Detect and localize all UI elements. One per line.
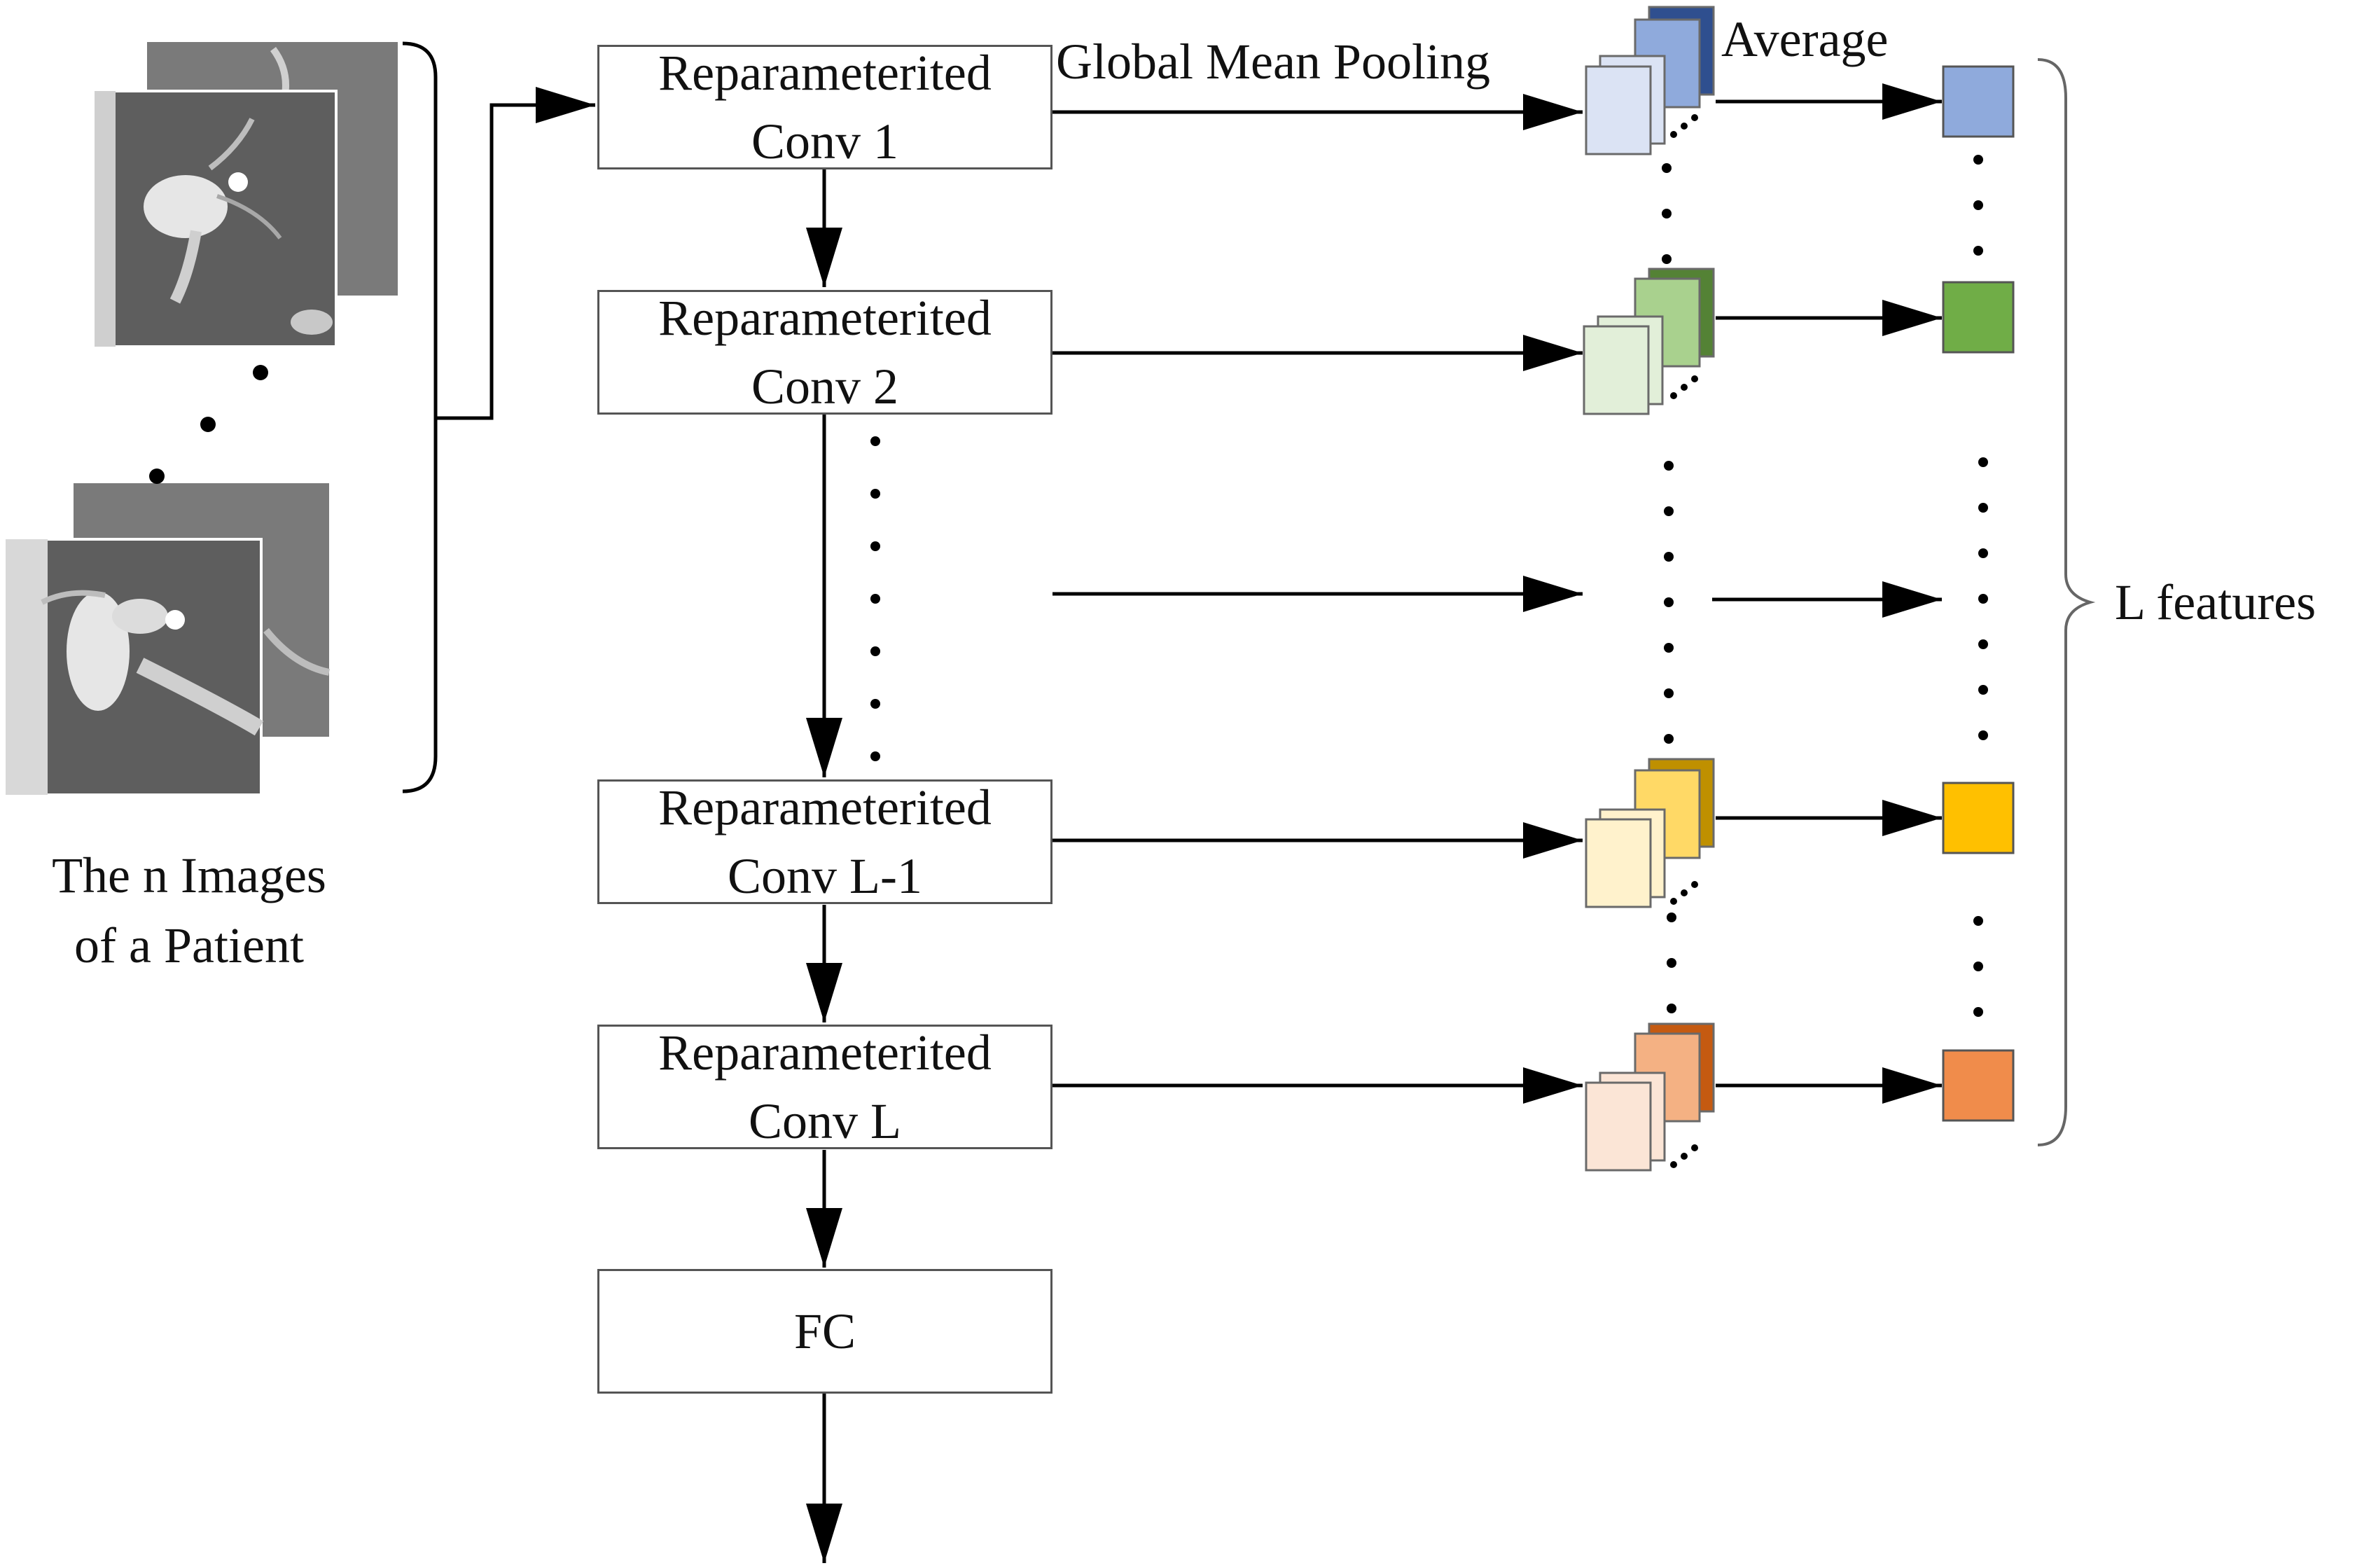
image-ellipsis-dots (149, 365, 268, 484)
conv-block-1-title: Reparameterited (658, 45, 992, 101)
ct-image-stack-bottom (4, 483, 331, 796)
pooled-stack-blue (1585, 6, 1715, 155)
fc-block: FC (597, 1269, 1052, 1394)
input-caption: The n Images of a Patient (14, 840, 364, 980)
pooling-label: Global Mean Pooling (1056, 34, 1490, 90)
conv-block-l: Reparameterited Conv L (597, 1025, 1052, 1149)
pooling-arrows (1052, 94, 1583, 1104)
input-caption-line1: The n Images (52, 847, 326, 903)
stack-corner-dots (1670, 114, 1698, 1168)
feature-square-green (1942, 281, 2015, 354)
conv-block-2-title: Reparameterited (658, 290, 992, 346)
feature-column-dots (1973, 155, 1988, 1017)
input-brace (402, 41, 438, 793)
average-arrows (1712, 83, 1942, 1104)
features-label: L features (2115, 574, 2316, 630)
average-label: Average (1721, 11, 1889, 67)
stack-column-dots (1662, 163, 1676, 1013)
conv-block-l-name: Conv L (748, 1093, 901, 1149)
input-caption-line2: of a Patient (74, 917, 304, 973)
conv-block-2-name: Conv 2 (751, 359, 899, 415)
pooled-stack-yellow (1585, 758, 1715, 908)
feature-square-orange (1942, 1049, 2015, 1122)
conv-block-1: Reparameterited Conv 1 (597, 45, 1052, 169)
feature-square-yellow (1942, 782, 2015, 854)
conv-block-l-minus-1: Reparameterited Conv L-1 (597, 779, 1052, 904)
feature-squares (1942, 65, 2015, 1122)
conv-block-l-minus-1-title: Reparameterited (658, 779, 992, 835)
conv-block-1-name: Conv 1 (751, 113, 899, 169)
conv-block-l-minus-1-name: Conv L-1 (728, 848, 922, 904)
conv-block-l-title: Reparameterited (658, 1025, 992, 1081)
ct-image-stack-top (93, 42, 398, 348)
feature-square-blue (1942, 65, 2015, 138)
pooled-stack-green (1583, 268, 1715, 415)
conv-block-2: Reparameterited Conv 2 (597, 290, 1052, 415)
layer-ellipsis-dots (870, 436, 880, 761)
pooled-stack-orange (1585, 1022, 1715, 1172)
input-connector-arrow (436, 87, 595, 420)
features-brace (2037, 58, 2096, 1146)
fc-block-label: FC (793, 1303, 856, 1359)
